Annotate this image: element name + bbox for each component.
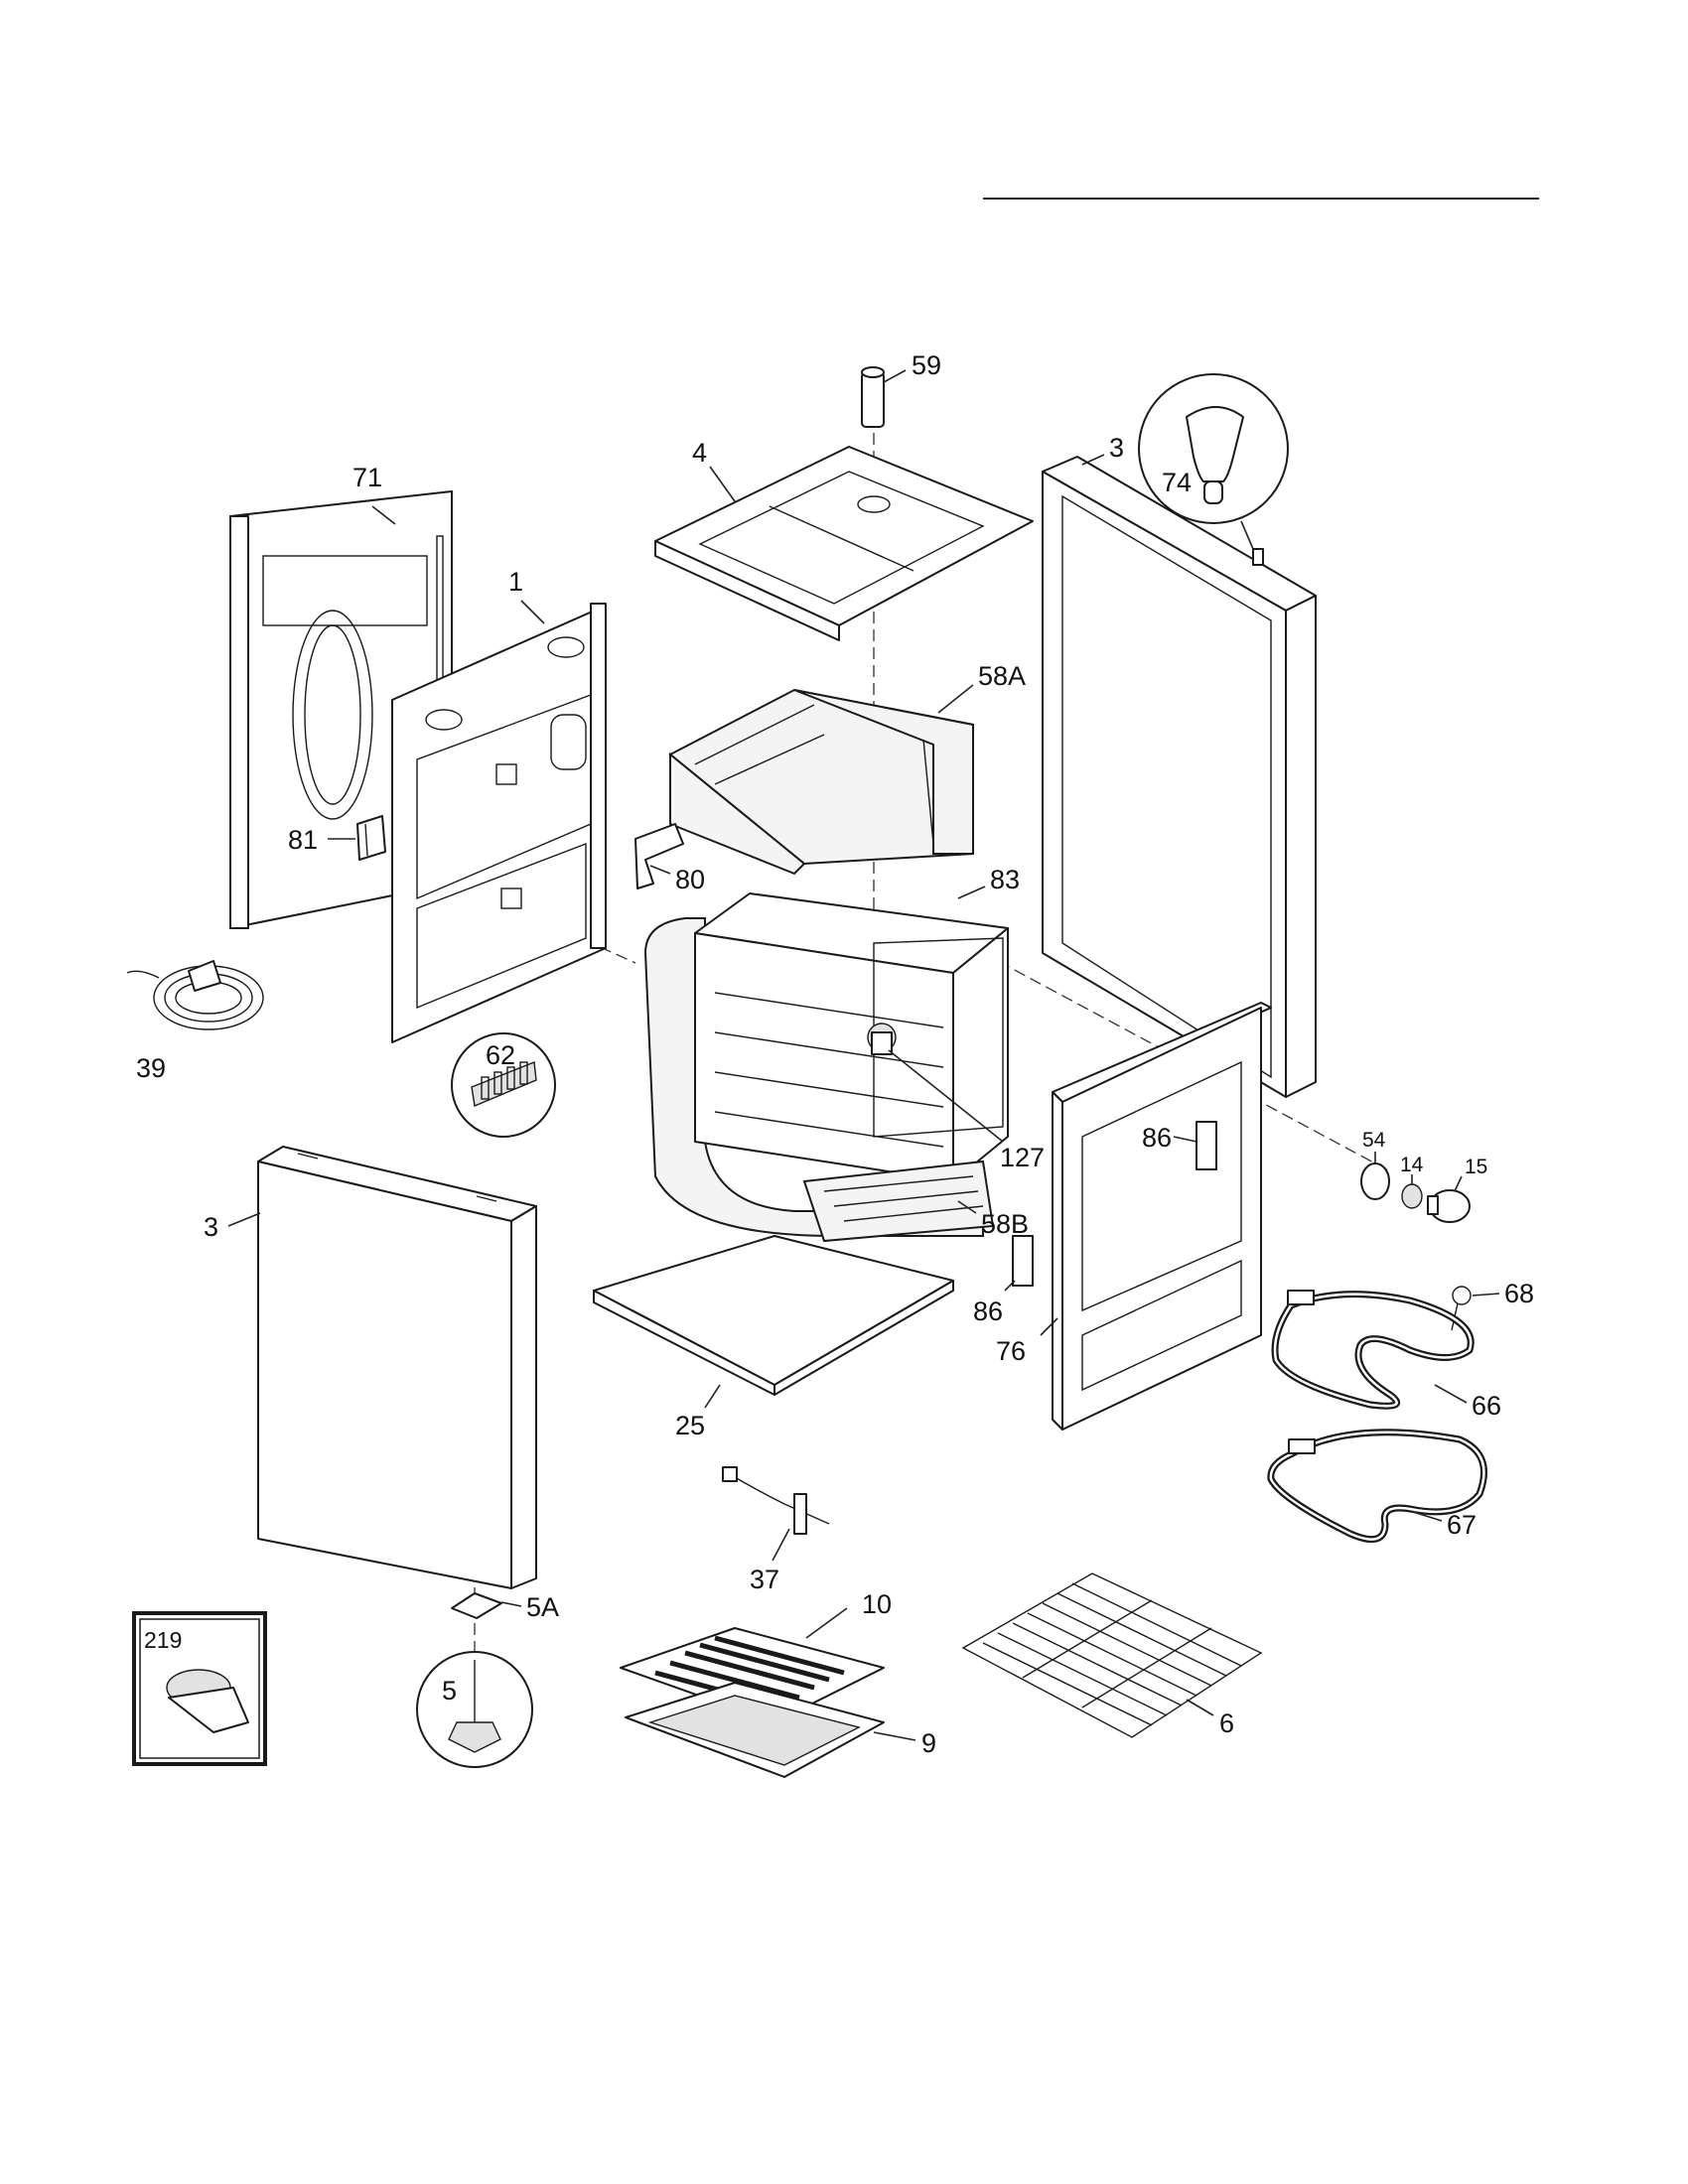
label-15: 15	[1465, 1156, 1487, 1178]
label-59: 59	[912, 350, 941, 380]
label-66: 66	[1472, 1391, 1501, 1421]
label-81: 81	[288, 825, 318, 855]
label-58B: 58B	[981, 1209, 1029, 1239]
label-3-left: 3	[204, 1212, 218, 1242]
knob-part-74	[1138, 373, 1289, 566]
label-10: 10	[862, 1589, 892, 1619]
label-25: 25	[675, 1411, 705, 1440]
label-76: 76	[996, 1336, 1026, 1366]
oven-rack-part-6	[961, 1572, 1263, 1738]
label-83: 83	[990, 865, 1020, 894]
label-37: 37	[750, 1565, 779, 1594]
part-labels: 59 4 3 74 71 1 58A 81 80 83 39 62 127 86…	[136, 350, 1534, 1758]
label-67: 67	[1447, 1510, 1477, 1540]
insulation-part-58A	[668, 688, 974, 876]
bake-element-part-67	[1267, 1429, 1487, 1544]
label-74: 74	[1162, 468, 1192, 497]
light-bulb-part-15	[1427, 1189, 1471, 1223]
label-1: 1	[508, 567, 523, 597]
insulation-part-58B	[802, 1160, 995, 1243]
spring-part-14	[1401, 1183, 1423, 1209]
label-4: 4	[692, 438, 707, 468]
leveling-leg-part-5	[416, 1651, 533, 1768]
label-68: 68	[1504, 1279, 1534, 1308]
label-62: 62	[486, 1040, 515, 1070]
label-54: 54	[1362, 1129, 1386, 1152]
sensor-part-37	[722, 1466, 830, 1535]
hinge-part-86-lower	[1012, 1235, 1034, 1287]
label-86-upper: 86	[1142, 1123, 1172, 1153]
light-socket-part-127	[867, 1023, 897, 1055]
terminal-block-part-62	[451, 1032, 556, 1138]
label-5A: 5A	[526, 1592, 559, 1622]
inset-part-219	[132, 1611, 267, 1766]
top-panel-part-4	[654, 446, 1034, 641]
hinge-part-86-upper	[1196, 1121, 1217, 1170]
clip-part-80	[634, 823, 684, 889]
label-86-lower: 86	[973, 1297, 1003, 1326]
broiler-pan-part-9	[625, 1682, 885, 1778]
label-219: 219	[144, 1627, 182, 1653]
front-frame	[1052, 1002, 1272, 1431]
label-58A: 58A	[978, 661, 1026, 691]
broil-element-part-66	[1271, 1290, 1475, 1410]
side-panel-part-3-left	[257, 1146, 537, 1589]
label-127: 127	[1000, 1143, 1045, 1172]
label-39: 39	[136, 1053, 166, 1083]
label-3-top: 3	[1109, 433, 1124, 463]
light-ring-part-54	[1360, 1162, 1390, 1200]
label-80: 80	[675, 865, 705, 894]
power-cord-part-39	[126, 960, 264, 1030]
bracket-part-81	[356, 815, 386, 861]
label-14: 14	[1400, 1154, 1424, 1176]
leveling-plate-part-5A	[451, 1592, 502, 1619]
label-9: 9	[921, 1728, 936, 1758]
side-panel-part-3-right	[1042, 456, 1317, 1098]
cylinder-part-59	[861, 366, 885, 428]
label-71: 71	[352, 463, 382, 492]
bottom-panel-part-25	[593, 1235, 954, 1396]
label-5: 5	[442, 1676, 457, 1706]
label-6: 6	[1219, 1708, 1234, 1738]
leader-lines	[227, 369, 1500, 1741]
back-panel-part-1	[391, 603, 607, 1043]
